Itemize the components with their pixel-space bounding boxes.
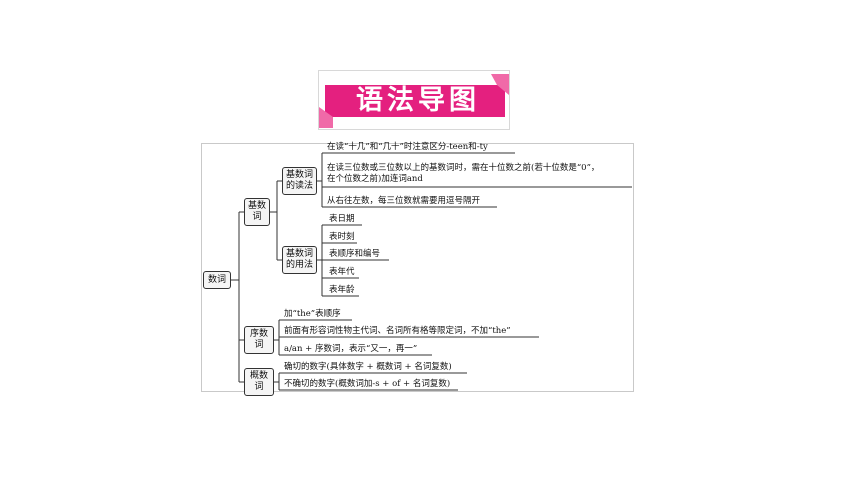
branch-cardinal-numbers: 基数 词 (244, 198, 270, 226)
leaf-usage-date: 表日期 (329, 214, 355, 224)
banner-ribbon (319, 74, 509, 128)
leaf-usage-age: 表年龄 (329, 285, 355, 295)
leaf-usage-era: 表年代 (329, 267, 355, 277)
node-cardinal-reading: 基数词 的读法 (282, 167, 317, 195)
leaf-usage-order: 表顺序和编号 (329, 249, 381, 259)
leaf-reading-2: 在读三位数或三位数以上的基数词时，需在十位数之前(若十位数是“0”， 在个位数之… (327, 163, 600, 184)
branch-approximate-numbers: 概数 词 (244, 368, 274, 396)
leaf-approx-1: 确切的数字(具体数字 + 概数词 + 名词复数) (284, 362, 452, 372)
leaf-approx-2: 不确切的数字(概数词加-s + of + 名词复数) (284, 379, 451, 389)
leaf-ordinal-3: a/an + 序数词，表示“又一，再一” (284, 344, 418, 354)
connector-lines (231, 152, 632, 391)
section-banner: 语法导图 (318, 70, 510, 130)
banner-title: 语法导图 (356, 85, 480, 116)
root-node: 数词 (203, 271, 231, 289)
leaf-reading-1: 在读“十几”和“几十”时注意区分-teen和-ty (327, 142, 488, 152)
leaf-reading-3: 从右往左数，每三位数就需要用逗号隔开 (327, 196, 481, 206)
leaf-ordinal-1: 加“the”表顺序 (284, 309, 341, 319)
grammar-mind-map: 数词 基数 词 基数词 的读法 基数词 的用法 在读“十几”和“几十”时注意区分… (201, 142, 634, 396)
leaf-ordinal-2: 前面有形容词性物主代词、名词所有格等限定词，不加“the” (284, 326, 511, 336)
node-cardinal-usage: 基数词 的用法 (282, 246, 317, 274)
branch-ordinal-numbers: 序数 词 (244, 326, 274, 354)
leaf-usage-time: 表时刻 (329, 232, 355, 242)
